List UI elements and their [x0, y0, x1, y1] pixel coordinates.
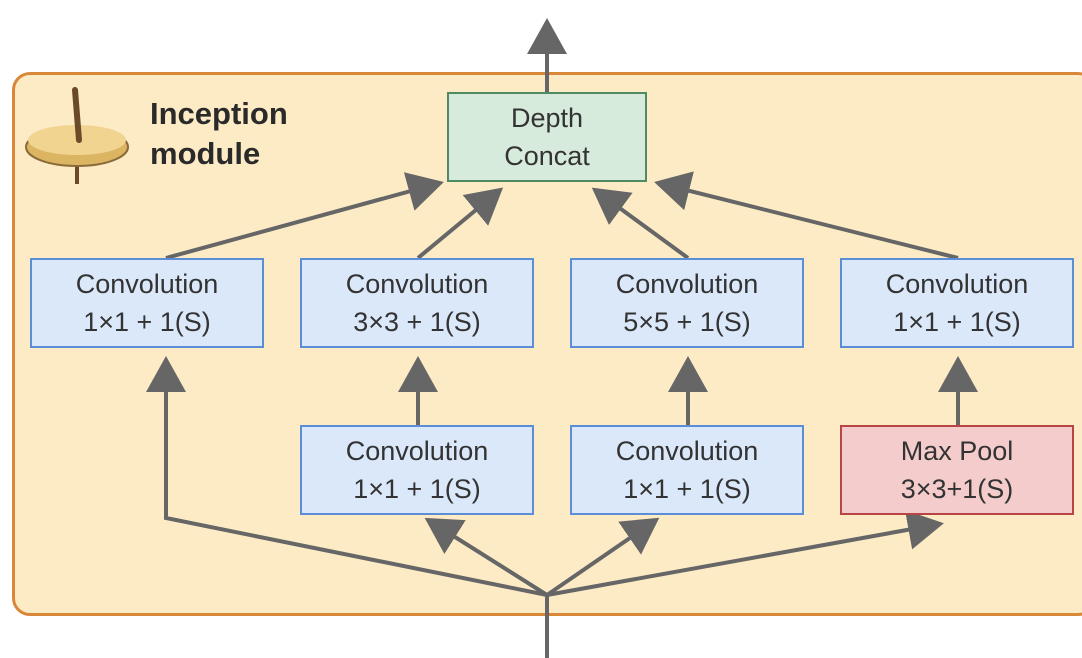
conv-1x1-label-line2: 1×1 + 1(S) — [83, 307, 211, 337]
arrow-input-to-reduce5 — [545, 517, 660, 597]
module-title-line1: Inception — [150, 96, 288, 131]
module-title: Inception module — [150, 94, 288, 174]
conv-3x3-box: Convolution 3×3 + 1(S) — [300, 258, 534, 348]
arrow-conv3-to-concat — [416, 187, 504, 260]
max-pool-label-line2: 3×3+1(S) — [900, 474, 1014, 504]
concat-label-line2: Concat — [504, 141, 590, 171]
depth-concat-box: Depth Concat — [447, 92, 647, 182]
max-pool-box: Max Pool 3×3+1(S) — [840, 425, 1074, 515]
conv-3x3-label-line1: Convolution — [345, 269, 489, 299]
conv-1x1-label-line1: Convolution — [75, 269, 219, 299]
conv-pool-proj-label-line1: Convolution — [885, 269, 1029, 299]
arrow-input-to-reduce3 — [424, 517, 549, 597]
conv-pool-proj-box: Convolution 1×1 + 1(S) — [840, 258, 1074, 348]
conv-5x5-label-line2: 5×5 + 1(S) — [623, 307, 751, 337]
conv-3x3-label-line2: 3×3 + 1(S) — [353, 307, 481, 337]
conv-1x1-box: Convolution 1×1 + 1(S) — [30, 258, 264, 348]
conv-reduce-5x5-label-line2: 1×1 + 1(S) — [623, 474, 751, 504]
max-pool-label-line1: Max Pool — [900, 436, 1014, 466]
conv-reduce-5x5-box: Convolution 1×1 + 1(S) — [570, 425, 804, 515]
arrow-input-to-pool — [546, 510, 944, 597]
arrow-conv1-to-concat — [165, 172, 444, 260]
arrow-input-to-conv1 — [146, 356, 548, 597]
module-title-line2: module — [150, 136, 261, 171]
conv-reduce-3x3-label-line2: 1×1 + 1(S) — [353, 474, 481, 504]
conv-5x5-label-line1: Convolution — [615, 269, 759, 299]
conv-5x5-box: Convolution 5×5 + 1(S) — [570, 258, 804, 348]
arrow-conv5-to-concat — [591, 187, 690, 260]
conv-pool-proj-label-line2: 1×1 + 1(S) — [893, 307, 1021, 337]
arrow-convpool-to-concat — [654, 171, 959, 260]
conv-reduce-5x5-label-line1: Convolution — [615, 436, 759, 466]
conv-reduce-3x3-label-line1: Convolution — [345, 436, 489, 466]
conv-reduce-3x3-box: Convolution 1×1 + 1(S) — [300, 425, 534, 515]
spinning-top-icon — [25, 87, 129, 184]
concat-label-line1: Depth — [510, 103, 584, 133]
